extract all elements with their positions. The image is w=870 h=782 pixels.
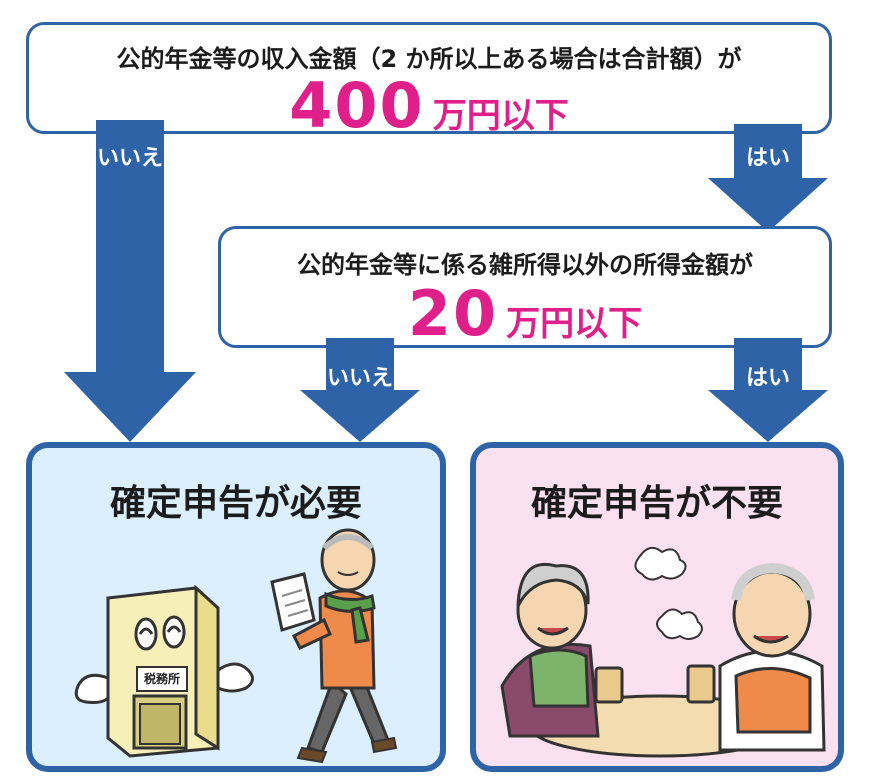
arrow-yes-2-label: はい — [745, 366, 790, 391]
elderly-man-illustration — [270, 528, 398, 764]
question-1-amount-unit: 万円以下 — [432, 96, 569, 136]
result-required-box: 確定申告が必要 税務所 — [26, 442, 446, 772]
arrow-yes-1 — [708, 124, 828, 232]
arrow-yes-2 — [708, 338, 828, 442]
elderly-couple-illustration — [500, 546, 826, 758]
question-2-amount-unit: 万円以下 — [506, 304, 643, 344]
question-2-amount-value: 20 — [407, 277, 499, 350]
result-not-required-title: 確定申告が不要 — [530, 483, 783, 524]
arrow-no-1 — [64, 120, 196, 442]
arrow-no-2 — [300, 338, 420, 442]
question-2-text: 公的年金等に係る雑所得以外の所得金額が — [297, 251, 753, 279]
question-1-amount-value: 400 — [289, 69, 425, 142]
result-not-required-box: 確定申告が不要 — [470, 442, 844, 772]
arrow-no-1-label: いいえ — [96, 146, 163, 171]
question-1-text: 公的年金等の収入金額（2 か所以上ある場合は合計額）が — [116, 45, 742, 73]
tax-office-sign: 税務所 — [136, 666, 188, 692]
arrow-no-2-label: いいえ — [326, 366, 393, 391]
arrow-yes-1-label: はい — [745, 146, 790, 171]
result-required-title: 確定申告が必要 — [109, 483, 362, 524]
